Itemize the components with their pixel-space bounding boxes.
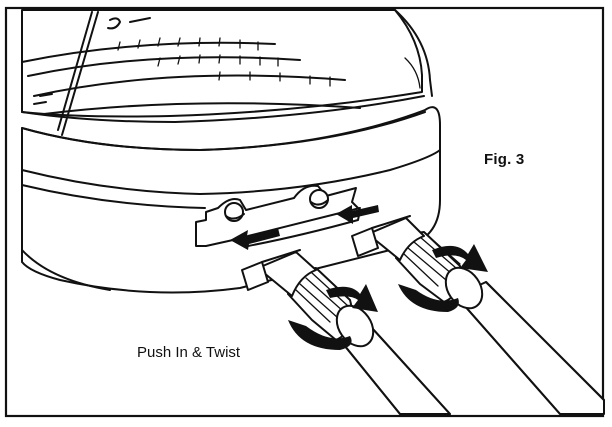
figure-frame — [4, 6, 605, 418]
meter-dial — [21, 11, 361, 136]
twist-arrow-left — [288, 320, 352, 350]
push-in-arrows — [230, 205, 379, 250]
push-arrow-right — [336, 205, 379, 224]
left-bnc-connector — [241, 249, 451, 415]
figure-label: Fig. 3 — [484, 151, 525, 168]
right-bnc-connector — [351, 215, 605, 415]
twist-arrow-right — [398, 284, 459, 312]
instruction-caption: Push In & Twist — [137, 344, 241, 361]
push-arrow-left — [230, 228, 280, 250]
